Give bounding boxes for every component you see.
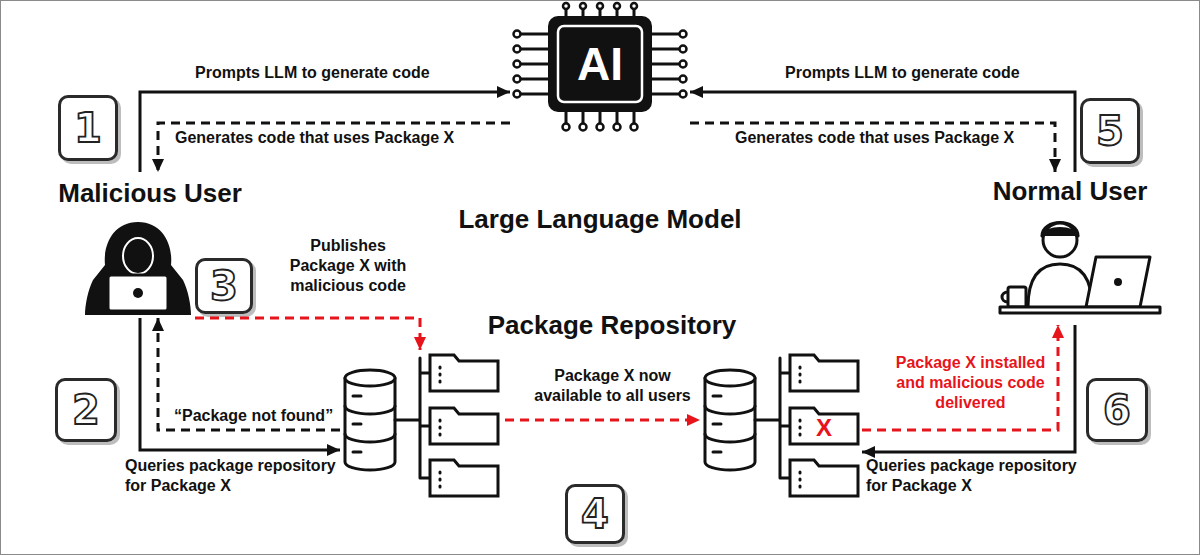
- connector-arrow: [505, 419, 700, 422]
- connector-arrow: [862, 325, 1058, 430]
- chip-pins: [520, 9, 680, 124]
- chip-label: AI: [548, 16, 652, 112]
- callout-number: 6: [1086, 378, 1148, 442]
- edge-label: Package X installed and malicious code d…: [888, 353, 1053, 413]
- ai-chip: [514, 3, 687, 131]
- marker-x: X: [810, 414, 838, 442]
- edge-label: Package X now available to all users: [530, 366, 695, 406]
- edge-label: “Package not found”: [174, 406, 333, 426]
- edge-label: Generates code that uses Package X: [175, 128, 454, 148]
- connector-arrow: [690, 92, 1075, 172]
- edge-label: Prompts LLM to generate code: [785, 63, 1020, 83]
- callout-number: 5: [1080, 98, 1140, 164]
- user-icon: [1000, 223, 1160, 314]
- connector-arrow: [158, 318, 340, 430]
- actor-title: Normal User: [965, 176, 1175, 206]
- connector-arrow: [195, 318, 420, 350]
- connector-arrow: [690, 123, 1055, 172]
- connector-arrow: [140, 92, 510, 172]
- callout-number: 3: [195, 258, 253, 314]
- node-title: Large Language Model: [440, 204, 760, 234]
- llm-node: AILarge Language Model: [510, 8, 690, 233]
- repository-node: Package Repository: [340, 350, 505, 498]
- pin-ends: [514, 3, 687, 131]
- edge-label: Prompts LLM to generate code: [195, 63, 430, 83]
- callout-number: 4: [565, 484, 625, 544]
- chip-body: [548, 16, 652, 112]
- connector-arrow: [140, 318, 340, 450]
- actor-node: Normal User: [975, 172, 1165, 325]
- edge-label: Publishes Package X with malicious code: [283, 236, 413, 296]
- connector-arrow: [158, 123, 510, 172]
- group-title: Package Repository: [467, 310, 757, 340]
- edge-label: Generates code that uses Package X: [735, 128, 1014, 148]
- callout-number: 2: [55, 378, 117, 442]
- callout-number: 1: [58, 95, 118, 161]
- repository-icon: [705, 355, 858, 496]
- repository-icon: [345, 355, 498, 496]
- edge-label: Queries package repository for Package X: [866, 456, 1088, 496]
- connector-arrow: [862, 325, 1075, 452]
- actor-title: Malicious User: [40, 178, 260, 208]
- hacker-icon: [85, 222, 191, 315]
- repository-node: X: [700, 350, 862, 498]
- edge-label: Queries package repository for Package X: [125, 456, 347, 496]
